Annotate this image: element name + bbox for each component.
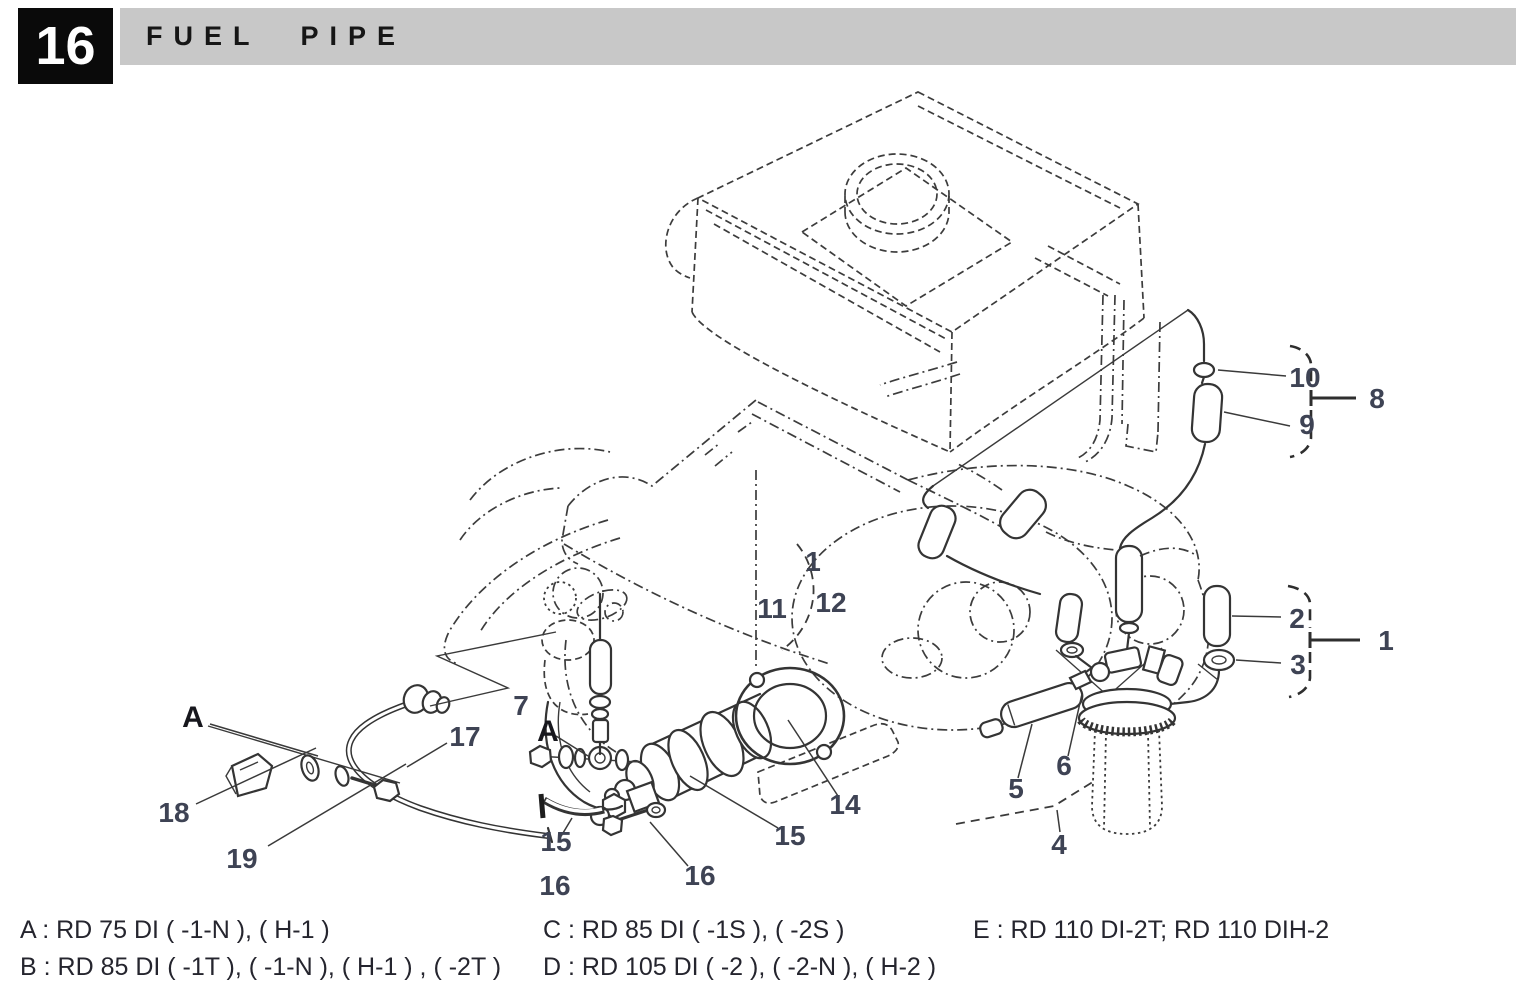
fuel-pipe-5 <box>1000 681 1084 729</box>
pipe-joint-cap-10 <box>1192 361 1216 379</box>
callout-14: 14 <box>829 789 861 820</box>
fuel-pipe-17 <box>345 684 554 844</box>
inline-filter-7 <box>588 592 613 756</box>
callout-6: 6 <box>1056 750 1072 781</box>
callout-10: 10 <box>1289 362 1320 393</box>
callout-A-mid: A <box>537 715 559 748</box>
leader-lines <box>195 344 1360 867</box>
pipe-joint-2 <box>1202 584 1232 648</box>
page-title: FUEL PIPE <box>146 21 407 51</box>
fuel-filter-assembly <box>1077 644 1184 835</box>
callout-3: 3 <box>1290 649 1306 680</box>
banjo-bolt-assembly-mid <box>528 744 641 772</box>
section-number: 16 <box>35 16 96 76</box>
callout-15-left: 15 <box>540 826 571 857</box>
callout-4: 4 <box>1051 829 1067 860</box>
callout-1-mid: 1 <box>805 546 821 577</box>
callout-2: 2 <box>1289 603 1305 634</box>
callout-17: 17 <box>449 721 480 752</box>
pipe-joint-above-filter <box>1114 544 1144 624</box>
callout-8: 8 <box>1369 383 1385 414</box>
callout-12: 12 <box>815 587 846 618</box>
callout-11: 11 <box>757 593 787 624</box>
pipe-clamp-6 <box>1068 669 1093 691</box>
pipe-joint-9 <box>1190 382 1224 444</box>
bolt-assembly-A-left <box>207 725 401 803</box>
footnote-model-b: B : RD 85 DI ( -1T ), ( -1-N ), ( H-1 ) … <box>20 953 502 981</box>
pump-assembly <box>544 666 846 827</box>
callout-15-right: 15 <box>774 820 805 851</box>
callout-9: 9 <box>1299 409 1315 440</box>
section-number-box: 16 <box>18 8 113 84</box>
grommet-3 <box>1202 648 1236 672</box>
footnote-model-a: A : RD 75 DI ( -1-N ), ( H-1 ) <box>20 916 330 944</box>
callout-5: 5 <box>1008 773 1024 804</box>
callout-16-mid: 16 <box>684 860 715 891</box>
callout-19: 19 <box>226 843 257 874</box>
footnote-model-d: D : RD 105 DI ( -2 ), ( -2-N ), ( H-2 ) <box>543 953 937 981</box>
elbow-pipe-15 <box>538 793 667 837</box>
header-title-bar: FUEL PIPE <box>120 8 1516 65</box>
callout-1-right: 1 <box>1378 625 1394 656</box>
fuel-pipe-parts <box>207 308 1236 844</box>
callout-A-left: A <box>182 701 204 734</box>
fuel-tank-outline <box>664 91 1161 463</box>
callout-16-left: 16 <box>539 870 570 901</box>
callout-18: 18 <box>158 797 189 828</box>
callout-7: 7 <box>513 690 529 721</box>
footnote-model-e: E : RD 110 DI-2T; RD 110 DIH-2 <box>973 916 1330 944</box>
footnote-model-c: C : RD 85 DI ( -1S ), ( -2S ) <box>543 916 845 944</box>
